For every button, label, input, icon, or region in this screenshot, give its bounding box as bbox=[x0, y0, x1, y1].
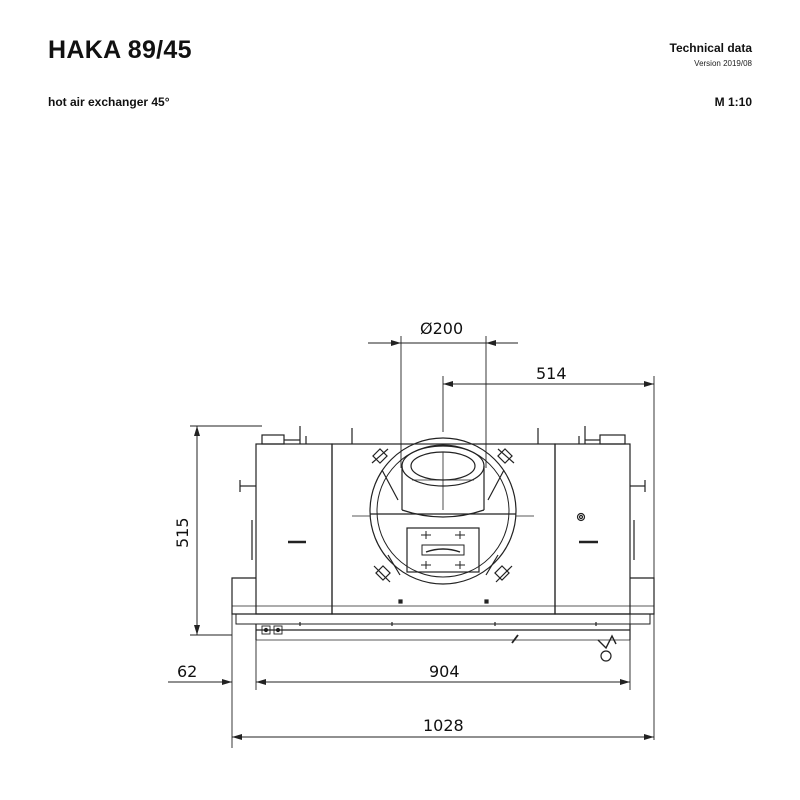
mounting-lugs bbox=[371, 448, 515, 583]
dimension-1028: 1028 bbox=[232, 716, 654, 740]
right-panel bbox=[554, 443, 631, 615]
control-plate bbox=[406, 527, 480, 573]
dimension-515-label: 515 bbox=[173, 517, 192, 548]
technical-data-label: Technical data bbox=[669, 41, 752, 55]
product-title: HAKA 89/45 bbox=[48, 36, 192, 64]
handle-lever bbox=[597, 634, 617, 650]
dimension-904-label: 904 bbox=[429, 662, 460, 681]
center-panel bbox=[331, 443, 556, 615]
dimension-514-label: 514 bbox=[536, 364, 567, 383]
switch-box bbox=[261, 625, 271, 635]
fan-housing bbox=[369, 437, 517, 585]
scale-label: M 1:10 bbox=[714, 95, 752, 109]
dimension-62-label: 62 bbox=[177, 662, 197, 681]
dimension-1028-label: 1028 bbox=[423, 716, 464, 735]
version-label: Version 2019/08 bbox=[694, 59, 752, 68]
top-bracket-right bbox=[599, 434, 626, 445]
product-subtitle: hot air exchanger 45° bbox=[48, 95, 170, 109]
dimension-515: 515 bbox=[173, 425, 262, 636]
heat-exchanger-drawing bbox=[231, 426, 655, 662]
dimension-514: 514 bbox=[442, 364, 655, 740]
top-bracket-left bbox=[261, 434, 285, 445]
dimension-diameter-label: Ø200 bbox=[420, 319, 463, 338]
handle-knob bbox=[600, 650, 612, 662]
dimension-904: 904 bbox=[256, 600, 631, 690]
left-panel bbox=[255, 443, 333, 615]
dimension-62: 62 bbox=[168, 612, 266, 748]
dimension-diameter: Ø200 bbox=[368, 319, 518, 468]
